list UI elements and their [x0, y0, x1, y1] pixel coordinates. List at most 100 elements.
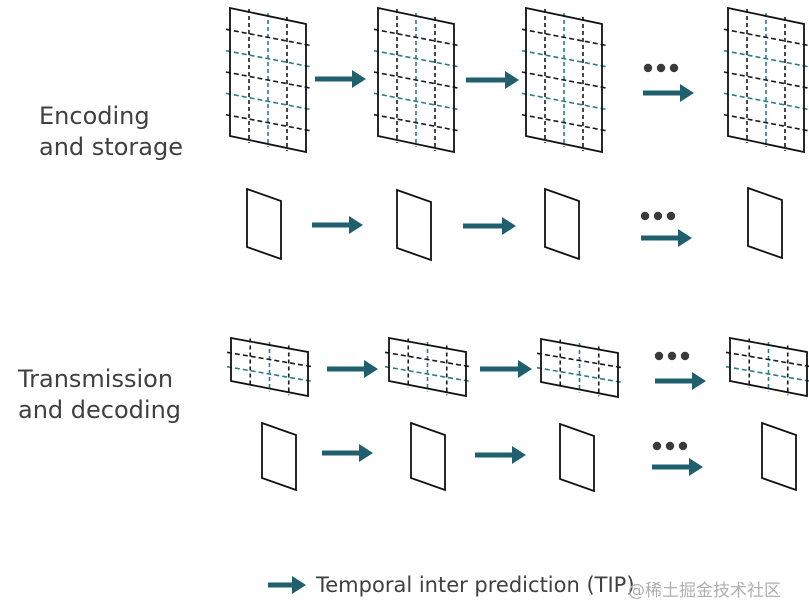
ellipsis-dot — [678, 441, 688, 451]
tip-arrow — [322, 444, 373, 462]
grid-line-horizontal — [536, 366, 623, 384]
tip-arrow-shaft — [312, 222, 351, 228]
tip-arrow-shaft — [655, 378, 694, 384]
legend-text: Temporal inter prediction (TIP) — [316, 573, 635, 597]
tip-arrow-head — [678, 229, 692, 247]
grid-line-horizontal — [725, 365, 809, 382]
encoding-small-frame — [396, 188, 432, 262]
grid-line-horizontal — [723, 71, 809, 89]
tip-arrow — [652, 458, 703, 476]
video-frame-gridded — [230, 336, 309, 398]
tip-arrow — [327, 360, 378, 378]
tip-arrow-shaft — [652, 464, 691, 470]
tip-arrow-head — [680, 84, 694, 102]
ellipsis — [652, 441, 688, 451]
grid-line-horizontal — [536, 352, 623, 369]
transmission-frame — [725, 336, 809, 398]
legend-arrow-icon — [268, 576, 306, 594]
tip-arrow-head — [352, 70, 366, 88]
tip-arrow — [466, 71, 519, 89]
tip-arrow — [641, 229, 692, 247]
transmission-frame — [226, 336, 313, 398]
transmission-small-frame — [410, 421, 446, 492]
ellipsis-dot — [643, 63, 653, 73]
tip-arrow — [480, 360, 532, 378]
tip-arrow — [643, 84, 694, 102]
tip-arrow-head — [689, 458, 703, 476]
ellipsis-dot — [669, 63, 679, 73]
grid-line-horizontal — [373, 49, 459, 68]
encoding-small-frame — [246, 187, 282, 261]
encoding-label-line1: Encoding — [39, 102, 150, 130]
tip-arrow-shaft — [643, 90, 682, 96]
ellipsis-dot — [656, 63, 666, 73]
tip-arrow — [315, 70, 366, 88]
ellipsis-dot — [640, 211, 650, 221]
ellipsis-dot — [653, 211, 663, 221]
tip-arrow-shaft — [475, 452, 514, 458]
grid-line-horizontal — [521, 92, 607, 111]
video-frame-gridded — [540, 337, 619, 399]
grid-line-horizontal — [521, 49, 607, 68]
ellipsis-dot — [667, 351, 677, 361]
grid-line-horizontal — [226, 351, 313, 368]
encoding-frame — [521, 6, 607, 154]
tip-arrow-shaft — [315, 76, 354, 82]
transmission-frame — [384, 336, 471, 398]
diagram-root — [225, 6, 809, 493]
ellipsis — [654, 351, 690, 361]
grid-line-horizontal — [725, 351, 809, 368]
tip-arrow-shaft — [322, 450, 361, 456]
tip-arrow-shaft — [480, 366, 520, 372]
legend: Temporal inter prediction (TIP) — [268, 571, 635, 599]
grid-line-horizontal — [225, 49, 311, 68]
tip-arrow-head — [502, 217, 516, 235]
video-frame — [410, 421, 446, 492]
grid-line-horizontal — [723, 92, 809, 111]
video-frame-gridded — [377, 6, 455, 154]
tip-arrow-head — [349, 216, 363, 234]
encoding-small-frame — [544, 187, 580, 261]
video-frame-gridded — [388, 336, 467, 398]
grid-line-horizontal — [384, 365, 471, 383]
encoding-frame — [225, 6, 311, 154]
transmission-small-frame — [559, 422, 595, 493]
ellipsis-dot — [666, 211, 676, 221]
video-frame-gridded — [727, 6, 805, 154]
transmission-decoding-label: Transmission and decoding — [18, 364, 181, 426]
encoding-storage-label: Encoding and storage — [39, 101, 183, 163]
grid-line-horizontal — [225, 28, 311, 47]
tip-arrow-head — [518, 360, 532, 378]
video-frame-gridded — [525, 6, 603, 154]
grid-line-horizontal — [723, 113, 809, 132]
grid-line-horizontal — [521, 28, 607, 47]
grid-line-horizontal — [225, 92, 311, 111]
tip-arrow-head — [359, 444, 373, 462]
grid-line-horizontal — [373, 71, 459, 89]
ellipsis — [640, 211, 676, 221]
grid-line-horizontal — [723, 49, 809, 68]
grid-line-horizontal — [373, 28, 459, 47]
tip-arrow — [655, 372, 706, 390]
ellipsis-dot — [680, 351, 690, 361]
tip-arrow-shaft — [641, 235, 680, 241]
tip-arrow-shaft — [463, 223, 504, 229]
transmission-small-frame — [761, 421, 797, 492]
ellipsis-dot — [652, 441, 662, 451]
grid-line-horizontal — [225, 113, 311, 132]
grid-line-horizontal — [723, 28, 809, 47]
tip-arrow-head — [505, 71, 519, 89]
transmission-frame — [536, 337, 623, 399]
ellipsis-dot — [654, 351, 664, 361]
tip-arrow-head — [692, 372, 706, 390]
video-frame — [747, 186, 783, 260]
video-frame — [761, 421, 797, 492]
tip-arrow-shaft — [327, 366, 366, 372]
tip-arrow-head — [364, 360, 378, 378]
tip-arrow — [312, 216, 363, 234]
video-frame — [544, 187, 580, 261]
grid-line-horizontal — [373, 113, 459, 132]
encoding-small-frame — [747, 186, 783, 260]
video-frame — [261, 421, 297, 492]
